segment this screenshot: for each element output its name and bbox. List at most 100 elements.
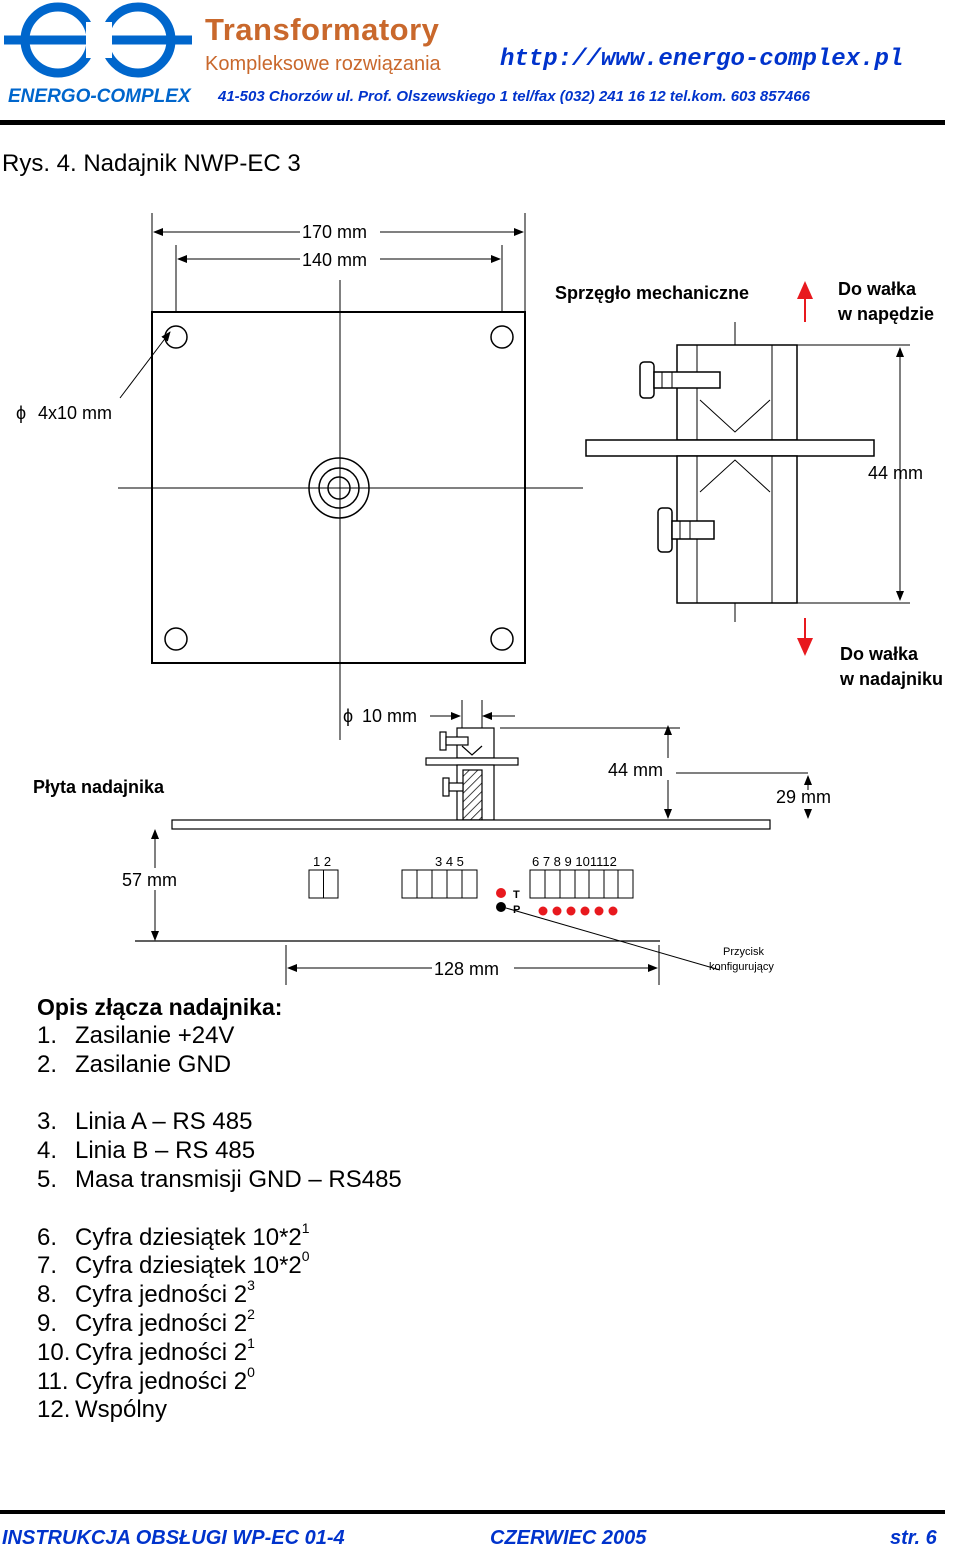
- legend-item-label: Cyfra dziesiątek 10*2: [75, 1223, 302, 1251]
- connector-legend: 1. Zasilanie +24V 2. Zasilanie GND 3. Linia A…: [37, 1022, 402, 1425]
- legend-item-exponent: 1: [247, 1334, 255, 1351]
- dim-170-label: 170 mm: [302, 222, 367, 242]
- legend-item: 11.Cyfra jedności 20: [37, 1365, 402, 1397]
- legend-item: 12.Wspólny: [37, 1396, 402, 1425]
- legend-item-number: 8.: [37, 1281, 58, 1309]
- legend-item-text: Zasilanie +24V: [75, 1022, 234, 1051]
- dim-44-side-label: 44 mm: [608, 760, 663, 780]
- legend-item-number: 3.: [37, 1108, 58, 1136]
- legend-item-exponent: 3: [247, 1277, 255, 1294]
- legend-item-number: 11.: [37, 1367, 69, 1395]
- coupling-drawing: [585, 322, 910, 622]
- phi-icon: ϕ: [343, 706, 353, 726]
- to-sender-label-1: Do wałka: [840, 644, 919, 664]
- side-coupling: [425, 727, 519, 821]
- sender-arrow: [797, 618, 813, 656]
- legend-item-label: Linia B – RS 485: [75, 1137, 256, 1165]
- legend-item: 3. Linia A – RS 485: [37, 1108, 402, 1137]
- brand-name: Transformatory: [205, 12, 440, 47]
- legend-item-text: Masa transmisji GND – RS485: [75, 1166, 402, 1195]
- button-label-2: konfigurujący: [709, 961, 774, 973]
- energo-complex-logo: [4, 2, 192, 78]
- figure-caption: Rys. 4. Nadajnik NWP-EC 3: [2, 150, 301, 177]
- legend-item-number: 10.: [37, 1338, 71, 1366]
- logo-text: ENERGO-COMPLEX: [8, 86, 191, 107]
- legend-item-number: 5.: [37, 1165, 58, 1193]
- led-t-icon: [496, 888, 506, 898]
- coupling-label: Sprzęgło mechaniczne: [555, 283, 749, 303]
- terminal-block: [308, 869, 634, 899]
- led-icon: [566, 906, 576, 916]
- dim-128-label: 128 mm: [434, 959, 499, 979]
- legend-item-label: Cyfra jedności 2: [75, 1338, 248, 1366]
- led-row: [538, 906, 618, 916]
- legend-item-text: Zasilanie GND: [75, 1051, 231, 1080]
- led-icon: [580, 906, 590, 916]
- dim-29-label: 29 mm: [776, 787, 831, 807]
- legend-item: 9. Cyfra jedności 22: [37, 1307, 402, 1339]
- terminal-labels-6-12: 6 7 8 9 101112: [532, 854, 617, 869]
- legend-item: 10.Cyfra jedności 21: [37, 1336, 402, 1368]
- dim-140-label: 140 mm: [302, 250, 367, 270]
- legend-item-text: Cyfra dziesiątek 10*21: [75, 1221, 310, 1253]
- footer-divider: [0, 1510, 945, 1514]
- legend-item-label: Cyfra jedności 2: [75, 1309, 248, 1337]
- led-icon: [608, 906, 618, 916]
- footer-page-number: str. 6: [890, 1527, 937, 1549]
- header-divider: [0, 120, 945, 125]
- drive-arrow: [797, 281, 813, 322]
- legend-item: 7.Cyfra dziesiątek 10*20: [37, 1249, 402, 1281]
- legend-item-text: Cyfra jedności 21: [75, 1336, 255, 1368]
- transmitter-drawing: 170 mm 140 mm ϕ 4x10 mm Sprzęgło mechani…: [16, 213, 943, 985]
- led-icon: [552, 906, 562, 916]
- legend-item-label: Linia A – RS 485: [75, 1108, 253, 1136]
- legend-item-label: Wspólny: [75, 1396, 168, 1424]
- legend-item-text: Cyfra jedności 20: [75, 1365, 255, 1397]
- legend-item-number: 2.: [37, 1050, 58, 1078]
- button-label-1: Przycisk: [723, 946, 764, 958]
- led-p-icon: [496, 902, 506, 912]
- holes-label: 4x10 mm: [38, 403, 112, 423]
- legend-item-label: Zasilanie +24V: [75, 1022, 235, 1049]
- dim-10-label: 10 mm: [362, 706, 417, 726]
- legend-item-number: 12.: [37, 1396, 71, 1424]
- legend-item-label: Cyfra dziesiątek 10*2: [75, 1252, 302, 1280]
- to-sender-label-2: w nadajniku: [839, 669, 943, 689]
- legend-item: 4. Linia B – RS 485: [37, 1137, 402, 1166]
- legend-item-text: Cyfra dziesiątek 10*20: [75, 1249, 310, 1281]
- led-p-label: P: [513, 904, 520, 916]
- dim-44-top-label: 44 mm: [868, 463, 923, 483]
- terminal-labels-3-5: 3 4 5: [435, 854, 464, 869]
- legend-item: 5. Masa transmisji GND – RS485: [37, 1166, 402, 1195]
- legend-item-exponent: 1: [301, 1219, 310, 1236]
- to-drive-label-2: w napędzie: [837, 304, 934, 324]
- brand-subtitle: Kompleksowe rozwiązania: [205, 53, 441, 75]
- legend-item: 6. Cyfra dziesiątek 10*21: [37, 1221, 402, 1253]
- legend-item-number: 6.: [37, 1223, 58, 1251]
- led-icon: [594, 906, 604, 916]
- company-address: 41-503 Chorzów ul. Prof. Olszewskiego 1 …: [218, 88, 810, 105]
- footer-date: CZERWIEC 2005: [490, 1527, 647, 1549]
- plate-top-view: [118, 213, 583, 740]
- legend-item-text: Wspólny: [75, 1396, 167, 1425]
- phi-icon: ϕ: [16, 403, 26, 423]
- legend-item-text: Linia A – RS 485: [75, 1108, 252, 1137]
- footer-doc-title: INSTRUKCJA OBSŁUGI WP-EC 01-4: [2, 1527, 345, 1549]
- led-t-label: T: [513, 889, 520, 901]
- legend-item-label: Cyfra jedności 2: [75, 1281, 248, 1309]
- legend-title: Opis złącza nadajnika:: [37, 994, 283, 1020]
- legend-item-exponent: 0: [301, 1248, 310, 1265]
- button-leader: [505, 907, 721, 971]
- website-link[interactable]: http://www.energo-complex.pl: [500, 46, 904, 73]
- terminal-labels-1-2: 1 2: [313, 854, 331, 869]
- legend-item-label: Zasilanie GND: [75, 1050, 232, 1078]
- legend-item-text: Linia B – RS 485: [75, 1137, 255, 1166]
- legend-item-number: 4.: [37, 1137, 58, 1165]
- legend-item: 2. Zasilanie GND: [37, 1051, 402, 1080]
- legend-item-exponent: 2: [247, 1305, 255, 1322]
- dim-57-label: 57 mm: [122, 870, 177, 890]
- legend-item-number: 1.: [37, 1022, 58, 1049]
- legend-item-label: Masa transmisji GND – RS485: [75, 1165, 402, 1193]
- legend-item-number: 9.: [37, 1309, 58, 1337]
- legend-item: 1. Zasilanie +24V: [37, 1022, 402, 1051]
